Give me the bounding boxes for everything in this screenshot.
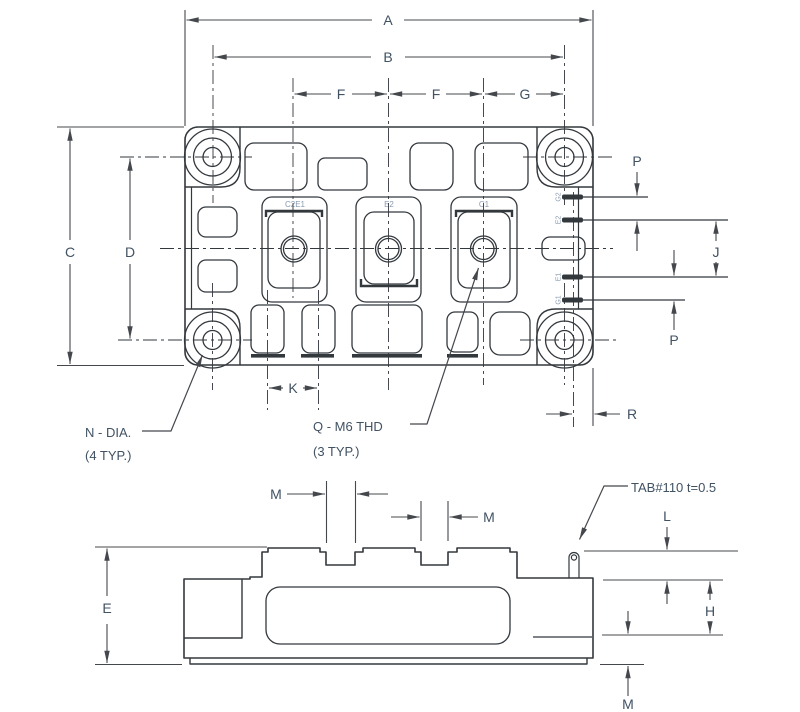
case-features [197, 142, 586, 358]
dimension-r: R [546, 368, 637, 426]
dim-label-m-base: M [622, 696, 634, 712]
dimension-c: C [57, 126, 184, 367]
dim-label-e: E [102, 600, 111, 616]
dimension-m-slot1: M [270, 481, 388, 543]
corner-boss-top-right [536, 127, 593, 188]
dimension-a: A [184, 10, 594, 126]
top-view: C2E1 E2 C1 G2 E2 E1 [57, 10, 728, 463]
foot-pad [301, 354, 334, 358]
pin-label-g1: G1 [556, 295, 563, 304]
dim-label-f1: F [337, 86, 346, 102]
pin-g2 [562, 194, 583, 200]
terminal-label-e2: E2 [384, 200, 394, 209]
pin-e1 [562, 274, 583, 280]
corner-boss-bottom-right [536, 308, 593, 365]
dim-label-j: J [713, 244, 720, 260]
note-tab: TAB#110 t=0.5 [578, 480, 716, 540]
tab-pin-hole [570, 554, 578, 561]
dimension-d: D [125, 158, 135, 339]
side-recess [265, 586, 511, 645]
dim-label-k: K [288, 380, 298, 396]
note-thread: Q - M6 THD [313, 419, 383, 434]
baseplate [189, 658, 588, 665]
dimension-f-left: F [294, 86, 387, 102]
pin-label-g2: G2 [556, 192, 563, 201]
dim-label-m-slot1: M [270, 486, 282, 502]
pin-label-e2: E2 [556, 216, 563, 225]
dim-label-p-top: P [632, 153, 641, 169]
note-thread-qty: (3 TYP.) [313, 444, 359, 459]
dim-label-d: D [125, 244, 135, 260]
corner-boss-top-left [185, 127, 241, 188]
side-flange [184, 579, 243, 639]
dimension-f-right: F [390, 86, 482, 102]
side-view: E M M TAB#110 t=0.5 L [95, 480, 738, 712]
note-hole-qty: (4 TYP.) [85, 448, 131, 463]
dimension-p-bottom: P [669, 250, 679, 348]
dimension-j: J [713, 221, 720, 276]
control-pins: G2 E2 E1 G1 [556, 192, 728, 305]
dim-label-h: H [705, 603, 715, 619]
side-profile [183, 547, 594, 665]
module-outline [184, 126, 594, 366]
terminal-c2e1: C2E1 [261, 196, 328, 303]
dimension-e: E [95, 546, 267, 666]
dim-label-f2: F [432, 86, 441, 102]
dim-label-g: G [520, 86, 531, 102]
corner-boss-bottom-left [185, 308, 241, 365]
dim-label-r: R [627, 406, 637, 422]
dim-label-a: A [383, 12, 393, 28]
dimension-g: G [485, 86, 563, 102]
dimension-b: B [214, 49, 563, 65]
note-tab-text: TAB#110 t=0.5 [631, 480, 716, 495]
centerlines [118, 45, 617, 427]
dimension-p-top: P [632, 153, 642, 251]
dim-label-m-slot2: M [483, 509, 495, 525]
terminal-label-c1: C1 [479, 200, 490, 209]
terminal-label-c2e1: C2E1 [285, 200, 306, 209]
note-hole-dia: N - DIA. [85, 425, 131, 440]
dimension-m-base: M [600, 611, 644, 712]
dim-label-p-bottom: P [669, 332, 678, 348]
dim-label-b: B [383, 49, 392, 65]
dimension-m-slot2: M [391, 501, 495, 541]
pin-g1 [562, 297, 583, 303]
tab-pin [568, 551, 580, 578]
note-mounting-hole: N - DIA. (4 TYP.) [85, 354, 204, 463]
foot-pad [352, 354, 422, 358]
pin-label-e1: E1 [556, 273, 563, 282]
pin-e2 [562, 217, 583, 223]
dimension-k: K [269, 380, 317, 396]
foot-pad [447, 354, 478, 358]
dim-label-l: L [663, 508, 671, 524]
note-terminal-thread: Q - M6 THD (3 TYP.) [313, 267, 480, 459]
foot-pad [251, 354, 285, 358]
dimension-l: L [584, 508, 738, 604]
dimension-h: H [602, 579, 723, 636]
terminal-c1: C1 [450, 196, 518, 303]
dim-label-c: C [65, 244, 75, 260]
